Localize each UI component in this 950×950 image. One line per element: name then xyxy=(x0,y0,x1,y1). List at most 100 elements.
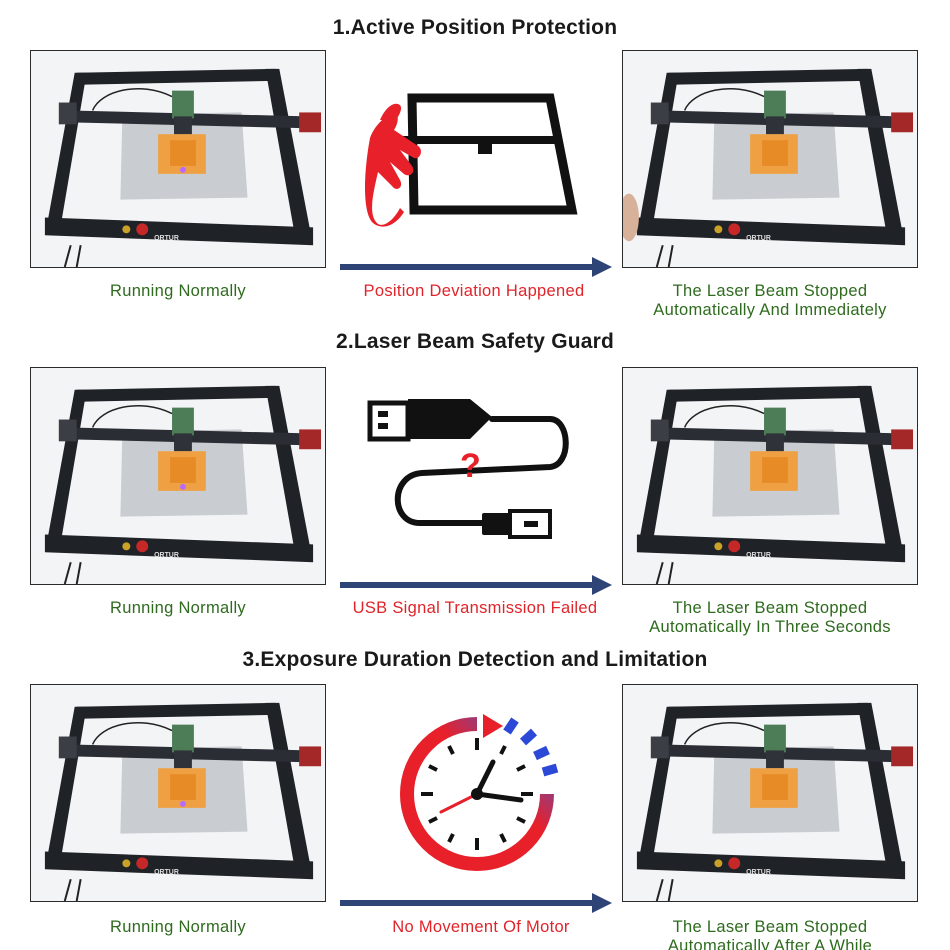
power-cord-2 xyxy=(667,879,674,901)
caption-stopped-3-line-1: The Laser Beam Stopped xyxy=(672,918,868,936)
caption-event-1: Position Deviation Happened xyxy=(363,282,585,300)
power-knob xyxy=(714,225,723,234)
brand-label: ORTUR xyxy=(154,869,179,876)
gantry-left-motor xyxy=(650,102,669,125)
gantry-end-cap xyxy=(299,112,322,133)
top-rail xyxy=(668,385,872,402)
module-cable xyxy=(683,722,765,745)
caption-stopped-2: The Laser Beam Stopped Automatically In … xyxy=(610,599,930,637)
power-knob xyxy=(122,225,131,234)
gantry-end-cap xyxy=(299,429,322,450)
laser-dot xyxy=(179,483,186,490)
engraving-block-core xyxy=(762,457,788,483)
laser-dot xyxy=(179,800,186,807)
front-rail xyxy=(636,534,906,563)
caption-stopped-2-line-2: Automatically In Three Seconds xyxy=(649,618,891,636)
caption-stopped-3: The Laser Beam Stopped Automatically Aft… xyxy=(610,918,930,950)
section-title-1: 1.Active Position Protection xyxy=(332,16,618,39)
module-cable xyxy=(91,88,173,111)
emergency-stop xyxy=(136,223,149,236)
brand-label: ORTUR xyxy=(154,552,179,559)
emergency-stop xyxy=(136,540,149,553)
module-cable xyxy=(91,405,173,428)
section-title-2: 2.Laser Beam Safety Guard xyxy=(335,330,615,353)
top-rail xyxy=(668,68,872,85)
laser-photo-running-3: ORTUR xyxy=(30,684,326,902)
laser-photo-stopped-3: ORTUR xyxy=(622,684,918,902)
laser-module-body xyxy=(174,116,192,135)
usb-question-mark: ? xyxy=(460,447,481,485)
power-knob xyxy=(122,859,131,868)
gantry-end-cap xyxy=(891,112,914,133)
hand-pushing-frame-icon xyxy=(360,80,580,230)
power-cord-1 xyxy=(655,244,664,267)
laser-module-body xyxy=(174,750,192,769)
laser-module-board xyxy=(172,724,194,753)
laser-photo-running-1: ORTUR xyxy=(30,50,326,268)
front-rail xyxy=(636,217,906,246)
caption-event-2: USB Signal Transmission Failed xyxy=(352,599,598,617)
power-knob xyxy=(122,542,131,551)
engraving-block-core xyxy=(170,457,196,483)
caption-stopped-1-line-1: The Laser Beam Stopped xyxy=(672,282,868,300)
flow-arrow-2 xyxy=(340,575,612,595)
gantry-left-motor xyxy=(650,736,669,759)
brand-label: ORTUR xyxy=(746,869,771,876)
power-cord-2 xyxy=(667,245,674,267)
power-cord-1 xyxy=(63,561,72,584)
emergency-stop xyxy=(728,540,741,553)
usb-cable-question-icon: ? xyxy=(360,395,580,555)
laser-module-body xyxy=(766,116,784,135)
caption-stopped-1: The Laser Beam Stopped Automatically And… xyxy=(610,282,930,320)
laser-module-body xyxy=(766,750,784,769)
caption-stopped-3-line-2: Automatically After A While xyxy=(667,937,873,950)
laser-photo-running-2: ORTUR xyxy=(30,367,326,585)
engraving-block-core xyxy=(762,774,788,800)
module-cable xyxy=(683,88,765,111)
right-rail xyxy=(265,385,312,555)
top-rail xyxy=(76,68,280,85)
laser-photo-stopped-2: ORTUR xyxy=(622,367,918,585)
flow-arrow-1 xyxy=(340,257,612,277)
right-rail xyxy=(857,385,904,555)
laser-module-body xyxy=(174,433,192,452)
brand-label: ORTUR xyxy=(746,235,771,242)
power-cord-1 xyxy=(63,878,72,901)
emergency-stop xyxy=(728,857,741,870)
gantry-end-cap xyxy=(891,746,914,767)
gantry-left-motor xyxy=(650,419,669,442)
flow-arrow-3 xyxy=(340,893,612,913)
engraving-block-core xyxy=(170,774,196,800)
top-rail xyxy=(76,385,280,402)
clock-timer-icon xyxy=(395,712,560,877)
module-cable xyxy=(91,722,173,745)
caption-event-3: No Movement Of Motor xyxy=(392,918,570,936)
gantry-end-cap xyxy=(299,746,322,767)
laser-photo-stopped-1: ORTUR xyxy=(622,50,918,268)
front-rail xyxy=(44,851,314,880)
gantry-left-motor xyxy=(58,736,77,759)
laser-module-board xyxy=(172,90,194,119)
power-cord-2 xyxy=(75,562,82,584)
front-rail xyxy=(44,217,314,246)
power-cord-2 xyxy=(75,245,82,267)
emergency-stop xyxy=(728,223,741,236)
right-rail xyxy=(857,68,904,238)
right-rail xyxy=(265,68,312,238)
engraving-block-core xyxy=(170,140,196,166)
brand-label: ORTUR xyxy=(746,552,771,559)
brand-label: ORTUR xyxy=(154,235,179,242)
gantry-left-motor xyxy=(58,102,77,125)
caption-stopped-1-line-2: Automatically And Immediately xyxy=(653,301,887,319)
top-rail xyxy=(76,702,280,719)
top-rail xyxy=(668,702,872,719)
power-knob xyxy=(714,859,723,868)
power-knob xyxy=(714,542,723,551)
power-cord-1 xyxy=(655,878,664,901)
module-cable xyxy=(683,405,765,428)
section-title-3: 3.Exposure Duration Detection and Limita… xyxy=(242,648,708,671)
laser-module-board xyxy=(764,407,786,436)
gantry-left-motor xyxy=(58,419,77,442)
power-cord-2 xyxy=(75,879,82,901)
laser-module-body xyxy=(766,433,784,452)
